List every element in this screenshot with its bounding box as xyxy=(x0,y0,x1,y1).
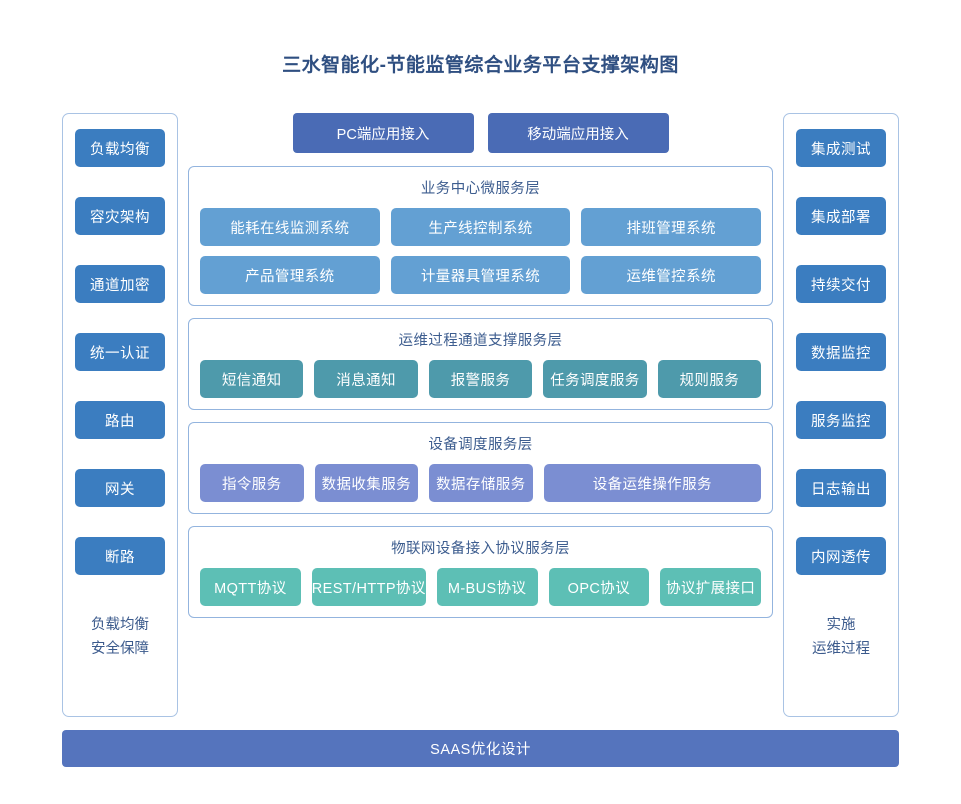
left-rail-footer-line-1: 负载均衡 xyxy=(91,617,149,633)
layer-row: 能耗在线监测系统 生产线控制系统 排班管理系统 xyxy=(200,208,762,246)
right-rail-item-label: 持续交付 xyxy=(811,277,871,294)
right-rail-item-3[interactable]: 数据监控 xyxy=(796,333,886,371)
layer-row: 产品管理系统 计量器具管理系统 运维管控系统 xyxy=(200,256,762,294)
service-chip-label: 数据存储服务 xyxy=(436,476,526,493)
layer-business-center: 业务中心微服务层 能耗在线监测系统 生产线控制系统 排班管理系统 产品管理系统 … xyxy=(188,166,773,306)
right-rail-item-1[interactable]: 集成部署 xyxy=(796,197,886,235)
layer-device-scheduling: 设备调度服务层 指令服务 数据收集服务 数据存储服务 设备运维操作服务 xyxy=(188,422,773,514)
left-rail-item-5[interactable]: 网关 xyxy=(75,469,165,507)
left-rail-item-1[interactable]: 容灾架构 xyxy=(75,197,165,235)
left-rail-item-6[interactable]: 断路 xyxy=(75,537,165,575)
left-rail-item-label: 负载均衡 xyxy=(90,141,150,158)
right-rail-item-2[interactable]: 持续交付 xyxy=(796,265,886,303)
saas-optimization-label: SAAS优化设计 xyxy=(430,742,531,758)
left-rail-item-label: 通道加密 xyxy=(90,277,150,294)
service-chip-label: 数据收集服务 xyxy=(321,476,411,493)
service-chip-label: 排班管理系统 xyxy=(626,220,716,237)
right-rail-item-label: 服务监控 xyxy=(811,413,871,430)
right-rail-item-6[interactable]: 内网透传 xyxy=(796,537,886,575)
service-chip-label: 规则服务 xyxy=(679,372,740,389)
left-rail-item-2[interactable]: 通道加密 xyxy=(75,265,165,303)
right-rail-item-4[interactable]: 服务监控 xyxy=(796,401,886,439)
right-rail-footer-line-2: 运维过程 xyxy=(812,641,870,657)
right-rail-item-0[interactable]: 集成测试 xyxy=(796,129,886,167)
service-chip[interactable]: M-BUS协议 xyxy=(436,568,538,606)
service-chip[interactable]: 报警服务 xyxy=(428,360,533,398)
left-rail-footer: 负载均衡 安全保障 xyxy=(91,613,149,661)
layer-row: 短信通知 消息通知 报警服务 任务调度服务 规则服务 xyxy=(200,360,762,398)
mobile-application-access-label: 移动端应用接入 xyxy=(527,126,629,143)
layer-iot-protocol: 物联网设备接入协议服务层 MQTT协议 REST/HTTP协议 M-BUS协议 … xyxy=(188,526,773,618)
left-rail-item-label: 统一认证 xyxy=(90,345,150,362)
service-chip-label: MQTT协议 xyxy=(214,580,287,597)
layer-row: 指令服务 数据收集服务 数据存储服务 设备运维操作服务 xyxy=(200,464,761,502)
right-rail-item-label: 日志输出 xyxy=(811,481,871,498)
service-chip[interactable]: REST/HTTP协议 xyxy=(311,568,426,606)
service-chip[interactable]: 产品管理系统 xyxy=(200,256,380,294)
left-rail: 负载均衡 容灾架构 通道加密 统一认证 路由 网关 断路 负载均衡 安全保障 xyxy=(62,113,178,717)
mobile-application-access-box[interactable]: 移动端应用接入 xyxy=(487,113,669,153)
right-rail-item-label: 内网透传 xyxy=(811,549,871,566)
service-chip[interactable]: 指令服务 xyxy=(200,464,304,502)
service-chip[interactable]: 短信通知 xyxy=(200,360,304,398)
service-chip[interactable]: 数据收集服务 xyxy=(314,464,419,502)
layer-ops-channel-support: 运维过程通道支撑服务层 短信通知 消息通知 报警服务 任务调度服务 规则服务 xyxy=(188,318,773,410)
layer-row: MQTT协议 REST/HTTP协议 M-BUS协议 OPC协议 协议扩展接口 xyxy=(200,568,762,606)
service-chip[interactable]: 任务调度服务 xyxy=(543,360,647,398)
service-chip-label: 设备运维操作服务 xyxy=(592,476,712,493)
left-rail-item-label: 断路 xyxy=(105,549,135,566)
right-rail: 集成测试 集成部署 持续交付 数据监控 服务监控 日志输出 内网透传 实施 运维… xyxy=(783,113,899,717)
saas-optimization-bar[interactable]: SAAS优化设计 xyxy=(62,730,899,767)
service-chip[interactable]: 设备运维操作服务 xyxy=(543,464,761,502)
service-chip-label: 消息通知 xyxy=(336,372,396,389)
service-chip[interactable]: 计量器具管理系统 xyxy=(390,256,571,294)
architecture-diagram: 负载均衡 容灾架构 通道加密 统一认证 路由 网关 断路 负载均衡 安全保障 P… xyxy=(62,113,899,717)
service-chip-label: 短信通知 xyxy=(221,372,282,389)
service-chip-label: OPC协议 xyxy=(567,580,631,597)
service-chip[interactable]: OPC协议 xyxy=(548,568,650,606)
left-rail-item-label: 网关 xyxy=(105,481,135,498)
right-rail-item-5[interactable]: 日志输出 xyxy=(796,469,886,507)
left-rail-footer-line-2: 安全保障 xyxy=(91,641,149,657)
page-title: 三水智能化-节能监管综合业务平台支撑架构图 xyxy=(282,55,679,76)
left-rail-item-label: 容灾架构 xyxy=(90,209,150,226)
layer-title: 运维过程通道支撑服务层 xyxy=(398,333,563,349)
service-chip-label: 指令服务 xyxy=(221,476,282,493)
service-chip-label: 产品管理系统 xyxy=(245,268,335,285)
right-rail-item-label: 集成部署 xyxy=(811,209,871,226)
service-chip[interactable]: 规则服务 xyxy=(657,360,762,398)
service-chip-label: 运维管控系统 xyxy=(626,268,716,285)
application-access-row: PC端应用接入 移动端应用接入 xyxy=(188,113,773,153)
service-chip-label: 生产线控制系统 xyxy=(428,220,533,237)
right-rail-footer-line-1: 实施 xyxy=(826,617,856,633)
service-chip[interactable]: 生产线控制系统 xyxy=(390,208,571,246)
service-chip-label: M-BUS协议 xyxy=(447,580,527,597)
service-chip-label: REST/HTTP协议 xyxy=(311,580,426,597)
pc-application-access-box[interactable]: PC端应用接入 xyxy=(292,113,474,153)
center-column: PC端应用接入 移动端应用接入 业务中心微服务层 能耗在线监测系统 生产线控制系… xyxy=(188,113,773,717)
service-chip-label: 任务调度服务 xyxy=(550,372,640,389)
service-chip-label: 计量器具管理系统 xyxy=(420,268,541,285)
service-chip[interactable]: 运维管控系统 xyxy=(581,256,762,294)
right-rail-item-label: 集成测试 xyxy=(811,141,871,158)
right-rail-item-label: 数据监控 xyxy=(811,345,871,362)
right-rail-footer: 实施 运维过程 xyxy=(812,613,870,661)
service-chip[interactable]: 协议扩展接口 xyxy=(660,568,762,606)
layer-title: 业务中心微服务层 xyxy=(420,181,541,197)
layer-title: 物联网设备接入协议服务层 xyxy=(391,541,570,557)
service-chip[interactable]: 能耗在线监测系统 xyxy=(200,208,380,246)
pc-application-access-label: PC端应用接入 xyxy=(336,126,430,143)
left-rail-item-4[interactable]: 路由 xyxy=(75,401,165,439)
service-chip-label: 能耗在线监测系统 xyxy=(230,220,350,237)
left-rail-item-0[interactable]: 负载均衡 xyxy=(75,129,165,167)
layer-title: 设备调度服务层 xyxy=(428,437,533,453)
service-chip[interactable]: 数据存储服务 xyxy=(429,464,533,502)
service-chip-label: 报警服务 xyxy=(450,372,511,389)
left-rail-item-label: 路由 xyxy=(105,413,135,430)
service-chip[interactable]: 消息通知 xyxy=(314,360,418,398)
left-rail-item-3[interactable]: 统一认证 xyxy=(75,333,165,371)
service-chip-label: 协议扩展接口 xyxy=(665,580,756,597)
service-chip[interactable]: 排班管理系统 xyxy=(581,208,762,246)
service-chip[interactable]: MQTT协议 xyxy=(200,568,301,606)
